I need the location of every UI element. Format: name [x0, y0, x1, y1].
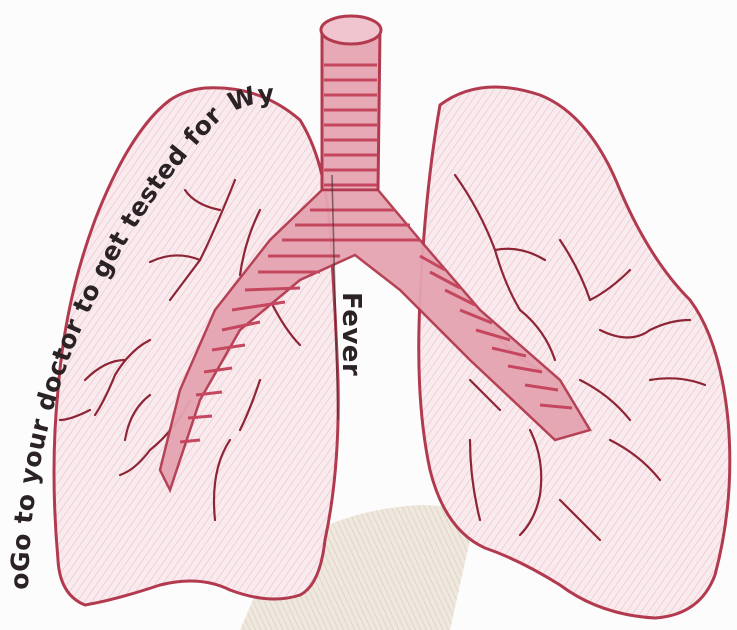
left-lung	[54, 88, 338, 605]
trachea	[321, 16, 381, 190]
fever-label: Fever	[336, 292, 366, 376]
